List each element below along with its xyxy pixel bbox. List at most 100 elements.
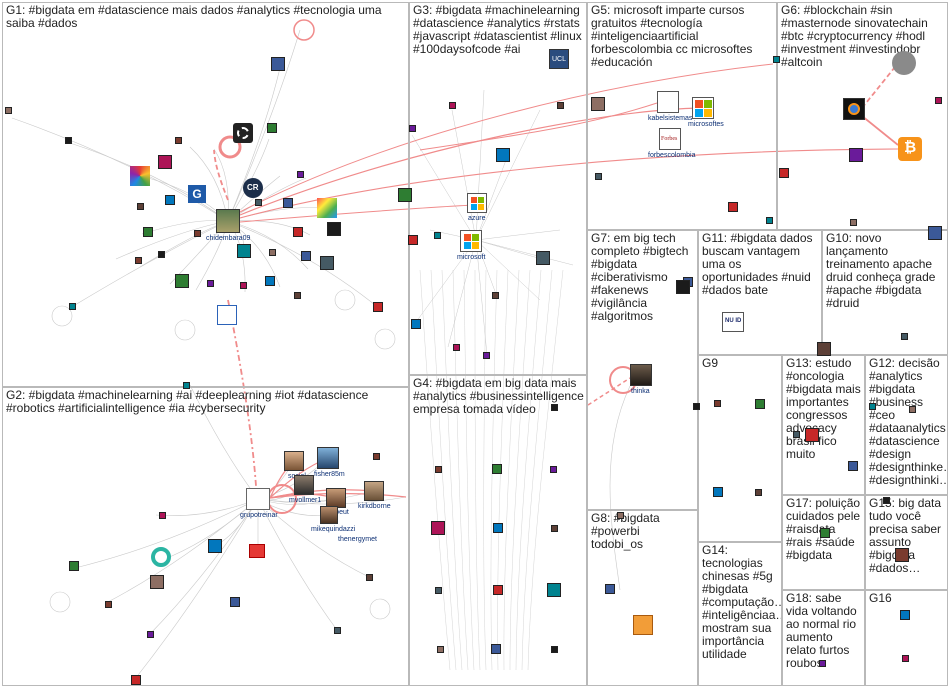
node-thejupeut[interactable]	[326, 488, 346, 508]
minor-node-52[interactable]	[818, 659, 826, 667]
minor-node-96[interactable]	[230, 597, 240, 607]
minor-node-81[interactable]	[408, 235, 418, 245]
minor-node-29[interactable]	[448, 101, 456, 109]
node-cr[interactable]: CR	[243, 178, 263, 198]
minor-node-68[interactable]	[434, 586, 442, 594]
minor-node-9[interactable]	[293, 227, 303, 237]
node-fisher85m[interactable]	[317, 447, 339, 469]
g-logo-node[interactable]: G	[188, 185, 206, 203]
minor-node-59[interactable]	[849, 218, 857, 226]
minor-node-3[interactable]	[267, 123, 277, 133]
group-panel-g13[interactable]: G13: estudo #oncologia #bigdata mais imp…	[782, 355, 865, 495]
minor-node-75[interactable]	[398, 188, 412, 202]
minor-node-91[interactable]	[365, 573, 373, 581]
minor-node-94[interactable]	[182, 381, 190, 389]
node-grupotreinar[interactable]	[246, 488, 270, 510]
minor-node-89[interactable]	[158, 511, 166, 519]
minor-node-21[interactable]	[373, 302, 383, 312]
minor-node-14[interactable]	[134, 256, 142, 264]
minor-node-11[interactable]	[268, 248, 276, 256]
minor-node-53[interactable]	[901, 654, 909, 662]
minor-node-79[interactable]	[491, 291, 499, 299]
minor-node-77[interactable]	[452, 343, 460, 351]
minor-node-40[interactable]	[849, 148, 863, 162]
minor-node-22[interactable]	[68, 302, 76, 310]
minor-node-80[interactable]	[536, 251, 550, 265]
node-microsoft-azure[interactable]	[467, 193, 487, 213]
minor-node-78[interactable]	[411, 319, 421, 329]
minor-node-74[interactable]	[372, 452, 380, 460]
minor-node-84[interactable]	[605, 584, 615, 594]
group-panel-g17[interactable]: G17: poluição cuidados pele #raisdata #r…	[782, 495, 865, 590]
minor-node-12[interactable]	[301, 251, 311, 261]
minor-node-45[interactable]	[805, 428, 819, 442]
group-panel-g4[interactable]: G4: #bigdata em big data mais #analytics…	[409, 375, 587, 686]
group-panel-g15[interactable]: G15: big data tudo você precisa saber as…	[865, 495, 948, 590]
minor-node-48[interactable]	[848, 461, 858, 471]
minor-node-47[interactable]	[908, 405, 916, 413]
minor-node-83[interactable]	[616, 511, 624, 519]
node-forbescolombia[interactable]: Forbes	[659, 128, 681, 150]
minor-node-7[interactable]	[136, 202, 144, 210]
minor-node-17[interactable]	[239, 281, 247, 289]
minor-node-38[interactable]	[713, 399, 721, 407]
minor-node-0[interactable]	[271, 57, 285, 71]
minor-node-13[interactable]	[157, 250, 165, 258]
masternode-icon[interactable]	[892, 51, 916, 75]
minor-node-27[interactable]	[143, 227, 153, 237]
node-kabelsistemas[interactable]	[657, 91, 679, 113]
minor-node-24[interactable]	[283, 198, 293, 208]
minor-node-71[interactable]	[436, 645, 444, 653]
minor-node-5[interactable]	[158, 155, 172, 169]
group-panel-g2[interactable]: G2: #bigdata #machinelearning #ai #deepl…	[2, 387, 409, 686]
minor-node-32[interactable]	[594, 172, 602, 180]
node-nuid[interactable]: NU ID	[722, 312, 744, 332]
node-microsoftes[interactable]	[692, 97, 714, 119]
minor-node-88[interactable]	[146, 630, 154, 638]
minor-node-95[interactable]	[150, 575, 164, 589]
minor-node-60[interactable]	[928, 226, 942, 240]
group-panel-g7[interactable]: G7: em big tech completo #bigtech #bigda…	[587, 230, 698, 510]
minor-node-49[interactable]	[882, 496, 890, 504]
minor-node-15[interactable]	[175, 274, 189, 288]
sinovate-icon[interactable]	[843, 98, 865, 120]
group-panel-g10[interactable]: G10: novo lançamento treinamento apache …	[822, 230, 948, 355]
minor-node-23[interactable]	[4, 106, 12, 114]
minor-node-55[interactable]	[817, 342, 831, 356]
group-panel-g9[interactable]: G9	[698, 355, 782, 542]
minor-node-73[interactable]	[550, 645, 558, 653]
minor-node-10[interactable]	[237, 244, 251, 258]
node-thinka[interactable]	[630, 364, 652, 386]
minor-node-1[interactable]	[64, 136, 72, 144]
node-chidembara09[interactable]	[216, 209, 240, 233]
minor-node-6[interactable]	[165, 195, 175, 205]
minor-node-90[interactable]	[208, 539, 222, 553]
minor-node-42[interactable]	[713, 487, 723, 497]
minor-node-16[interactable]	[206, 279, 214, 287]
minor-node-18[interactable]	[265, 276, 275, 286]
group-panel-g11[interactable]: G11: #bigdata dados buscam vantagem uma …	[698, 230, 822, 355]
minor-node-65[interactable]	[431, 521, 445, 535]
minor-node-20[interactable]	[320, 256, 334, 270]
minor-node-66[interactable]	[493, 523, 503, 533]
minor-node-43[interactable]	[754, 488, 762, 496]
node-ucl[interactable]: UCL	[549, 49, 569, 69]
k-logo-node[interactable]	[217, 305, 237, 325]
group-panel-g6[interactable]: G6: #blockchain #sin #masternode sinovat…	[777, 2, 948, 230]
group-panel-g3[interactable]: G3: #bigdata #machinelearning #datascien…	[409, 2, 587, 375]
minor-node-61[interactable]	[550, 403, 558, 411]
minor-node-67[interactable]	[550, 524, 558, 532]
minor-node-25[interactable]	[327, 222, 341, 236]
group-panel-g5[interactable]: G5: microsoft imparte cursos gratuitos #…	[587, 2, 777, 230]
minor-node-46[interactable]	[868, 402, 876, 410]
minor-node-86[interactable]	[104, 600, 112, 608]
minor-node-30[interactable]	[496, 148, 510, 162]
target-circle-node[interactable]	[151, 547, 171, 567]
node-social[interactable]	[284, 451, 304, 471]
minor-node-51[interactable]	[820, 528, 830, 538]
minor-node-82[interactable]	[433, 231, 441, 239]
group-panel-g14[interactable]: G14: tecnologias chinesas #5g #bigdata #…	[698, 542, 782, 686]
group-panel-g18[interactable]: G18: sabe vida voltando ao normal rio au…	[782, 590, 865, 686]
minor-node-70[interactable]	[547, 583, 561, 597]
minor-node-56[interactable]	[900, 332, 908, 340]
